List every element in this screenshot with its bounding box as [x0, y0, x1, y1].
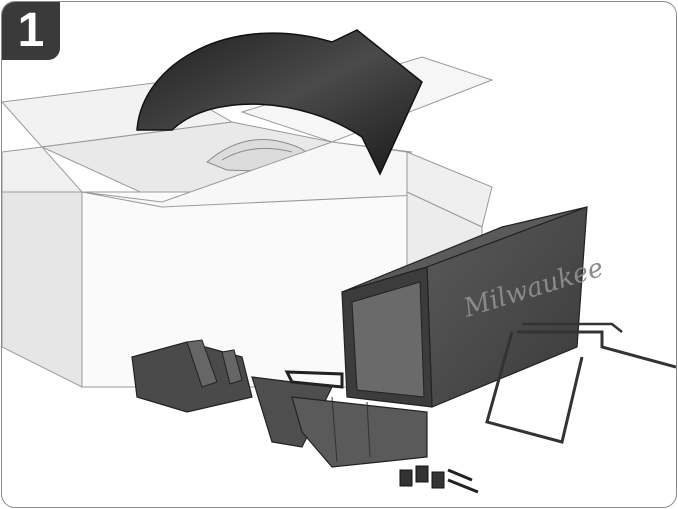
step-number-badge: 1 [2, 2, 60, 60]
step-number: 1 [18, 7, 45, 55]
hardware-bolts [400, 466, 478, 492]
